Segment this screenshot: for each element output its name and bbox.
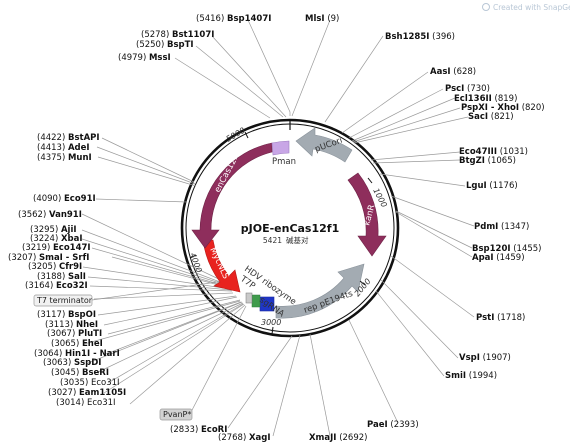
site-aasi[interactable]: AasI (628) xyxy=(430,67,476,77)
site-bsh1285i[interactable]: Bsh1285I (396) xyxy=(385,32,455,42)
pman-label: Pman xyxy=(272,157,296,167)
site-eco32i[interactable]: (3164) Eco32I xyxy=(25,281,88,291)
site-bstapi[interactable]: (4422) BstAPI xyxy=(37,133,100,143)
site-bspti[interactable]: (5250) BspTI xyxy=(136,40,194,50)
pvanp-label: PvanP* xyxy=(163,410,191,419)
site-apai[interactable]: ApaI (1459) xyxy=(472,253,525,263)
plasmid-size-unit: 碱基对 xyxy=(286,235,309,245)
site-btgzi[interactable]: BtgZI (1065) xyxy=(459,156,516,166)
site-smii[interactable]: SmiI (1994) xyxy=(445,371,497,381)
site-van91i[interactable]: (3562) Van91I xyxy=(18,210,82,220)
site-pspxi[interactable]: PspXI - XhoI (820) xyxy=(461,103,545,113)
site-psti[interactable]: PstI (1718) xyxy=(476,313,525,323)
site-adei[interactable]: (4413) AdeI xyxy=(37,143,90,153)
site-mssi[interactable]: (4979) MssI xyxy=(118,53,171,63)
site-eam1105i[interactable]: (3027) Eam1105I xyxy=(48,388,126,398)
tick-3000: 3000 xyxy=(261,318,281,327)
site-eco31i-b[interactable]: (3014) Eco31I xyxy=(56,398,116,408)
mycnls-feature[interactable] xyxy=(202,239,241,293)
site-eco91i[interactable]: (4090) Eco91I xyxy=(33,194,96,204)
site-xmaji[interactable]: XmaJI (2692) xyxy=(309,433,367,443)
site-cfr9i[interactable]: (3205) Cfr9I xyxy=(28,262,82,272)
site-hin1i[interactable]: (3064) Hin1I - NarI xyxy=(34,349,120,359)
t7-terminator-box[interactable] xyxy=(33,294,93,307)
snapgene-watermark: Created with SnapGene® xyxy=(482,3,570,12)
kanr-feature[interactable] xyxy=(347,172,387,257)
site-paei[interactable]: PaeI (2393) xyxy=(367,420,419,430)
position-ticks xyxy=(189,120,373,335)
site-saci[interactable]: SacI (821) xyxy=(468,112,514,122)
plasmid-title: pJOE-enCas12f1 xyxy=(241,222,339,235)
site-bsp1407i[interactable]: (5416) Bsp1407I xyxy=(196,14,271,24)
restriction-site-labels: (5416) Bsp1407I MlsI (9) (5278) Bst1107I… xyxy=(8,14,545,443)
site-ecori[interactable]: (2833) EcoRI xyxy=(170,425,227,435)
site-nhei[interactable]: (3113) NheI xyxy=(45,320,98,330)
site-eco31i-a[interactable]: (3035) Eco31I xyxy=(60,378,120,388)
tick-5000: 5000 xyxy=(225,126,247,144)
pman-feature[interactable] xyxy=(271,140,290,156)
site-bspoi[interactable]: (3117) BspOI xyxy=(37,310,96,320)
site-muni[interactable]: (4375) MunI xyxy=(37,153,92,163)
site-xagi[interactable]: (2768) XagI xyxy=(218,433,271,443)
site-ecl136ii[interactable]: Ecl136II (819) xyxy=(454,94,517,104)
pvanp-box[interactable] xyxy=(159,408,193,421)
encas-label: enCas12f xyxy=(213,154,241,195)
t7p-feature[interactable] xyxy=(245,292,253,304)
site-msli[interactable]: MlsI (9) xyxy=(305,14,339,24)
site-bst1107i[interactable]: (5278) Bst1107I xyxy=(141,30,214,40)
watermark-text: Created with SnapGene® xyxy=(493,3,570,12)
site-xbai[interactable]: (3224) XbaI xyxy=(30,234,83,244)
site-lgui[interactable]: LguI (1176) xyxy=(466,181,518,191)
plasmid-size: 5421 xyxy=(263,236,282,245)
leader-lines xyxy=(81,19,475,437)
site-pluti[interactable]: (3067) PluTI xyxy=(47,329,102,339)
site-ajii[interactable]: (3295) AjiI xyxy=(30,225,77,235)
rep-feature[interactable] xyxy=(275,263,365,319)
site-eco147i[interactable]: (3219) Eco147I xyxy=(22,243,91,253)
site-sspdi[interactable]: (3063) SspDI xyxy=(43,358,101,368)
site-eco47iii[interactable]: Eco47III (1031) xyxy=(459,147,528,157)
site-sali[interactable]: (3188) SalI xyxy=(37,272,86,282)
t7-terminator-label: T7 terminator xyxy=(36,296,93,305)
site-ehei[interactable]: (3065) EheI xyxy=(51,339,103,349)
site-vspi[interactable]: VspI (1907) xyxy=(459,353,511,363)
site-pdmi[interactable]: PdmI (1347) xyxy=(474,222,529,232)
encas-feature[interactable] xyxy=(191,142,273,249)
pucori-feature[interactable] xyxy=(295,127,353,163)
site-bsp120i[interactable]: Bsp120I (1455) xyxy=(472,244,542,254)
site-smai[interactable]: (3207) SmaI - SrfI xyxy=(8,253,89,263)
site-psci[interactable]: PscI (730) xyxy=(445,84,490,94)
site-bseri[interactable]: (3045) BseRI xyxy=(51,368,109,378)
